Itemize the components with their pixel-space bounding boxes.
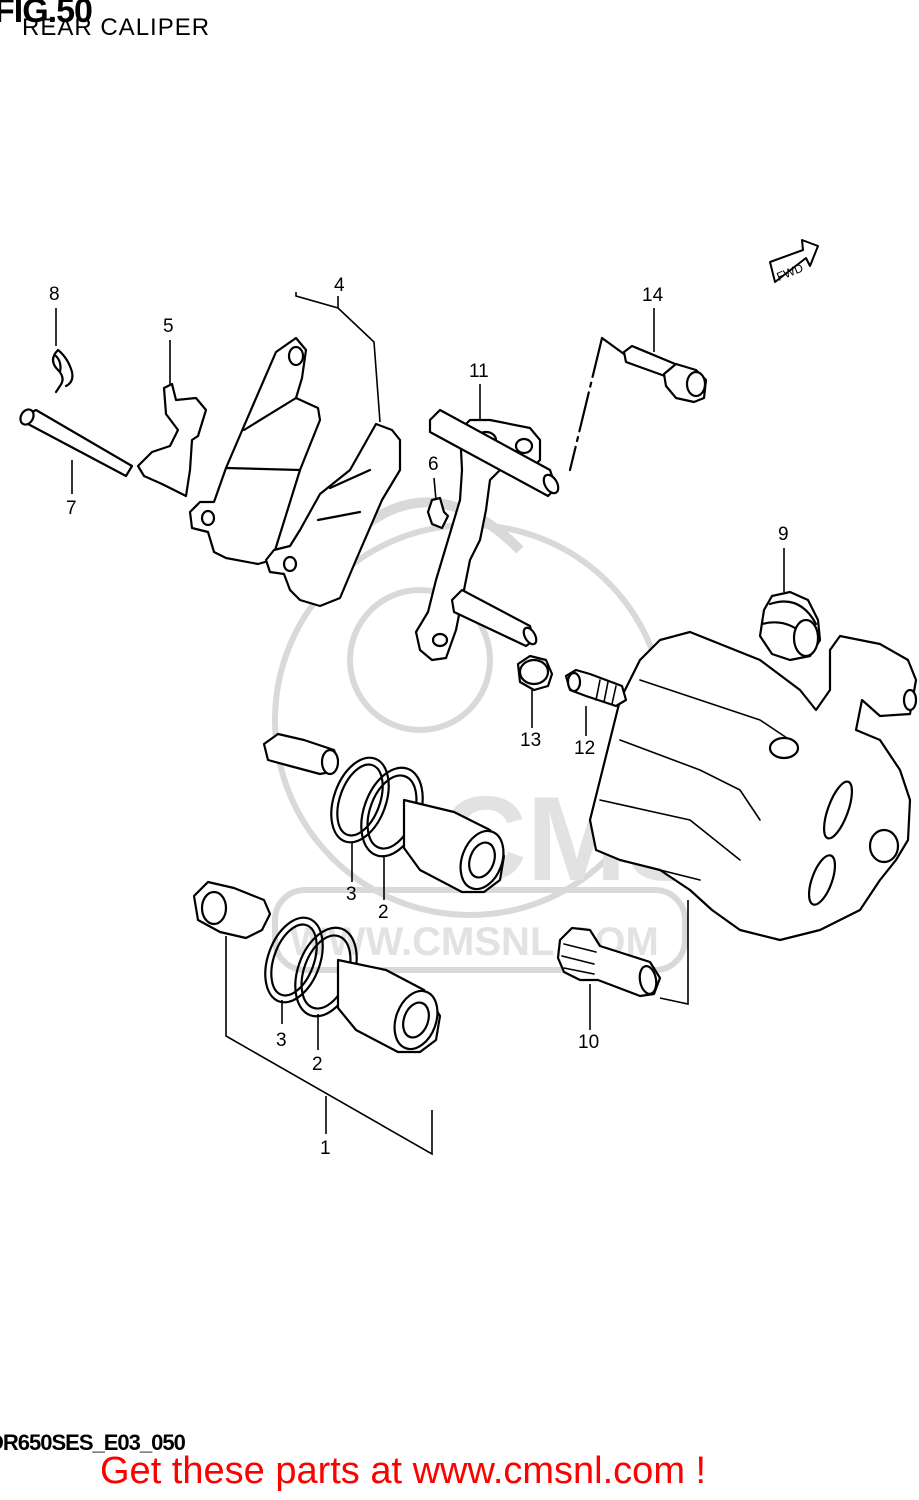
part-5-pad-spring-icon	[136, 382, 208, 498]
upper-piston-set-icon	[262, 732, 506, 894]
part-label-3-lower: 3	[276, 1030, 287, 1051]
figure-title: FIG.50	[0, 0, 93, 30]
lower-seal-ring-a-icon	[264, 916, 324, 1004]
part-11-caliper-bracket-icon	[414, 408, 560, 662]
part-label-8: 8	[49, 284, 60, 305]
fwd-arrow-icon: FWD	[769, 239, 819, 284]
part-label-12: 12	[574, 738, 595, 759]
promo-banner-link[interactable]: Get these parts at www.cmsnl.com !	[100, 1450, 707, 1492]
part-7-pad-pin-icon	[19, 408, 134, 478]
part-label-7: 7	[66, 498, 77, 519]
part-10-slide-pin-icon	[556, 926, 662, 998]
part-label-1: 1	[320, 1138, 331, 1159]
part-label-10: 10	[578, 1032, 599, 1053]
part-label-9: 9	[778, 524, 789, 545]
part-label-14: 14	[642, 285, 664, 306]
part-label-13: 13	[520, 730, 541, 751]
part-9-boot-icon	[758, 590, 822, 662]
part-14-bolt-icon	[568, 336, 708, 472]
part-13-cap-icon	[516, 654, 554, 692]
part-labels: 8 7 5 4 6 11 14 9 13 12 3 2 3 2 10 1	[49, 275, 789, 1159]
upper-seal-ring-a-icon	[330, 756, 390, 844]
drawing-code: DR650SES_E03_050	[0, 1430, 186, 1455]
part-label-6: 6	[428, 454, 439, 475]
watermark-face-icon	[347, 587, 493, 733]
part-label-2-upper: 2	[378, 902, 389, 923]
figure-subtitle: REAR CALIPER	[22, 14, 211, 41]
part-label-5: 5	[163, 316, 174, 337]
part-label-3-upper: 3	[346, 884, 357, 905]
part-6-small-clip-icon	[426, 496, 450, 530]
part-8-clip-spring-icon	[51, 348, 74, 394]
lower-piston-set-icon	[192, 880, 442, 1054]
caliper-body-icon	[588, 630, 918, 942]
part-label-11: 11	[469, 361, 489, 382]
part-4-brake-pads-icon	[188, 336, 402, 608]
leader-lines	[55, 292, 785, 1156]
part-12-bleeder-valve-icon	[564, 668, 628, 708]
part-label-4: 4	[334, 275, 345, 296]
part-label-2-lower: 2	[312, 1054, 323, 1075]
